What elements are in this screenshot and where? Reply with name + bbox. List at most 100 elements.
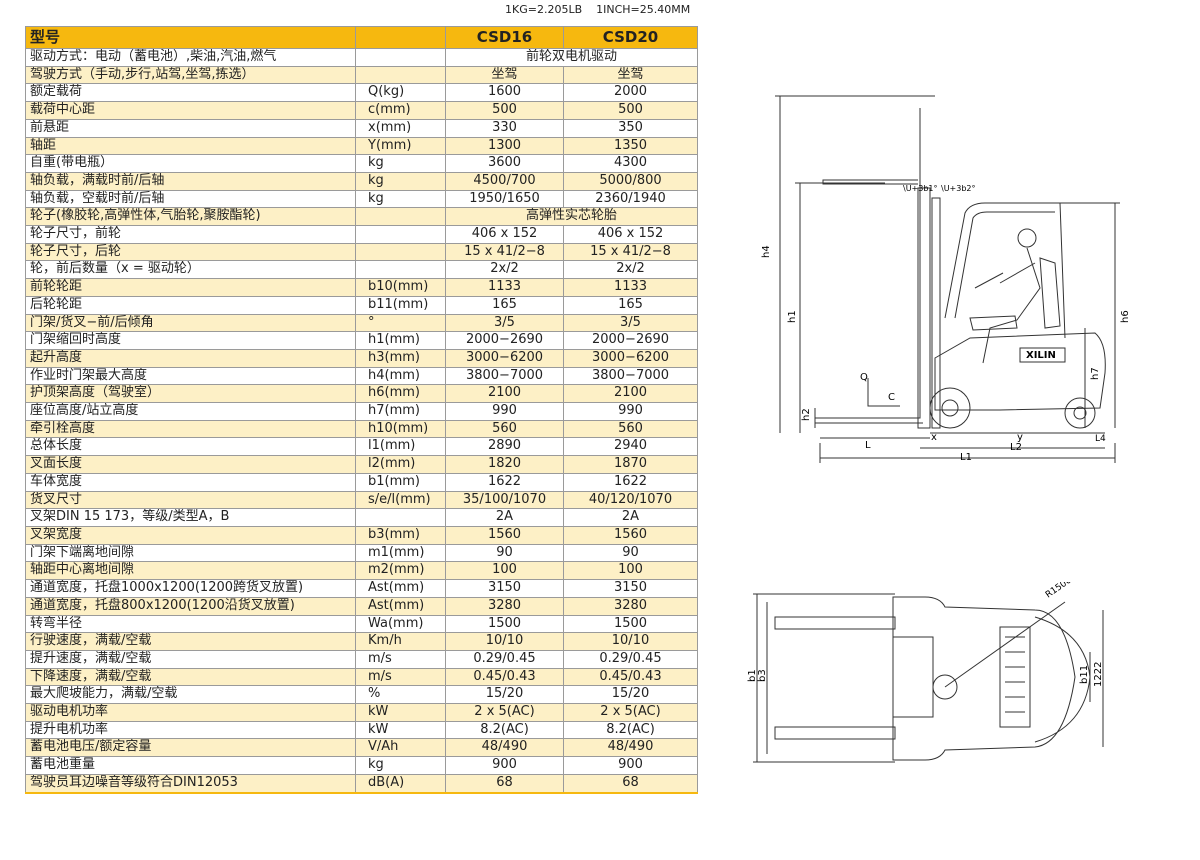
spec-value-csd16: 1560 bbox=[445, 525, 564, 545]
spec-label: 门架下端离地间隙 bbox=[25, 543, 356, 563]
spec-value-csd16: 15/20 bbox=[445, 685, 564, 705]
spec-value-csd20: 100 bbox=[563, 561, 698, 581]
spec-label: 轴负载，满载时前/后轴 bbox=[25, 171, 356, 191]
dim-x: x bbox=[931, 432, 937, 443]
spec-label: 座位高度/站立高度 bbox=[25, 402, 356, 421]
spec-value-csd20: 0.45/0.43 bbox=[563, 667, 698, 687]
spec-value-csd20: 165 bbox=[563, 295, 698, 315]
brand-label: XILIN bbox=[1026, 350, 1056, 361]
spec-value-csd16: 2x/2 bbox=[445, 260, 564, 280]
spec-label: 驾驶方式（手动,步行,站驾,坐驾,拣选） bbox=[25, 65, 356, 85]
spec-value-csd20: 990 bbox=[563, 402, 698, 421]
dim-h4: h4 bbox=[761, 245, 772, 258]
spec-row: 轮子(橡胶轮,高弹性体,气胎轮,聚胺酯轮)高弹性实芯轮胎 bbox=[25, 207, 698, 227]
dim-l2: L2 bbox=[1010, 442, 1022, 453]
kg-conversion: 1KG=2.205LB bbox=[505, 3, 583, 16]
spec-value-csd20: 10/10 bbox=[563, 632, 698, 651]
spec-unit: Wa(mm) bbox=[355, 614, 446, 634]
spec-unit: b10(mm) bbox=[355, 278, 446, 297]
spec-unit bbox=[355, 48, 446, 67]
spec-value-csd20: 900 bbox=[563, 756, 698, 775]
spec-value-csd20: 1870 bbox=[563, 455, 698, 474]
spec-value-csd16: 990 bbox=[445, 402, 564, 421]
spec-label: 通道宽度，托盘1000x1200(1200跨货叉放置) bbox=[25, 579, 356, 598]
spec-value-csd20: 3800−7000 bbox=[563, 366, 698, 386]
dim-h6: h6 bbox=[1120, 310, 1131, 323]
spec-unit: kg bbox=[355, 154, 446, 173]
spec-value-csd16: 1820 bbox=[445, 455, 564, 474]
spec-unit bbox=[355, 207, 446, 227]
spec-label: 转弯半径 bbox=[25, 614, 356, 634]
spec-unit bbox=[355, 65, 446, 85]
dim-c: C bbox=[888, 392, 895, 403]
spec-label: 叉架DIN 15 173，等级/类型A，B bbox=[25, 508, 356, 527]
spec-label: 蓄电池重量 bbox=[25, 756, 356, 775]
spec-label: 起升高度 bbox=[25, 348, 356, 368]
header-model-label: 型号 bbox=[25, 26, 356, 49]
spec-unit: kg bbox=[355, 756, 446, 775]
spec-label: 行驶速度，满载/空载 bbox=[25, 632, 356, 651]
spec-value-csd16: 2 x 5(AC) bbox=[445, 703, 564, 722]
spec-label: 门架/货叉−前/后倾角 bbox=[25, 313, 356, 333]
spec-unit: Ast(mm) bbox=[355, 596, 446, 616]
spec-value-csd20: 2100 bbox=[563, 384, 698, 404]
spec-value-csd16: 900 bbox=[445, 756, 564, 775]
spec-unit: Y(mm) bbox=[355, 136, 446, 156]
spec-value-csd20: 坐驾 bbox=[563, 65, 698, 85]
spec-table: 型号 CSD16 CSD20 驱动方式：电动（蓄电池）,柴油,汽油,燃气前轮双电… bbox=[25, 26, 698, 794]
spec-value-csd20: 3000−6200 bbox=[563, 348, 698, 368]
spec-unit: m2(mm) bbox=[355, 561, 446, 581]
spec-unit: Q(kg) bbox=[355, 83, 446, 103]
spec-unit: x(mm) bbox=[355, 118, 446, 138]
spec-value-csd16: 1500 bbox=[445, 614, 564, 634]
spec-value-csd20: 3/5 bbox=[563, 313, 698, 333]
header-model-csd16: CSD16 bbox=[445, 26, 564, 49]
spec-unit: kW bbox=[355, 720, 446, 740]
spec-value-merged: 高弹性实芯轮胎 bbox=[445, 207, 698, 227]
spec-unit: kW bbox=[355, 703, 446, 722]
dim-tilt-back: \U+3b2° bbox=[941, 184, 976, 193]
dim-h2: h2 bbox=[801, 408, 812, 421]
spec-value-csd20: 5000/800 bbox=[563, 171, 698, 191]
spec-value-csd16: 坐驾 bbox=[445, 65, 564, 85]
spec-label: 载荷中心距 bbox=[25, 101, 356, 120]
spec-unit: m/s bbox=[355, 667, 446, 687]
spec-unit bbox=[355, 508, 446, 527]
dim-y: y bbox=[1017, 432, 1023, 443]
spec-value-csd20: 2360/1940 bbox=[563, 189, 698, 209]
spec-label: 下降速度，满载/空载 bbox=[25, 667, 356, 687]
spec-unit: h10(mm) bbox=[355, 419, 446, 439]
spec-value-csd16: 10/10 bbox=[445, 632, 564, 651]
spec-label: 作业时门架最大高度 bbox=[25, 366, 356, 386]
spec-unit: m/s bbox=[355, 649, 446, 669]
side-view-drawing: h4 h1 h6 h7 h2 Q C x y L L1 L2 L4 \U+3b1… bbox=[761, 95, 1131, 463]
spec-label: 前轮轮距 bbox=[25, 278, 356, 297]
dim-b3: b3 bbox=[757, 669, 768, 682]
spec-value-csd20: 0.29/0.45 bbox=[563, 649, 698, 669]
spec-unit: h4(mm) bbox=[355, 366, 446, 386]
spec-unit bbox=[355, 225, 446, 244]
spec-value-csd20: 350 bbox=[563, 118, 698, 138]
spec-unit: % bbox=[355, 685, 446, 705]
spec-unit bbox=[355, 260, 446, 280]
spec-unit: l1(mm) bbox=[355, 437, 446, 457]
spec-value-csd16: 2A bbox=[445, 508, 564, 527]
spec-value-csd20: 68 bbox=[563, 773, 698, 794]
